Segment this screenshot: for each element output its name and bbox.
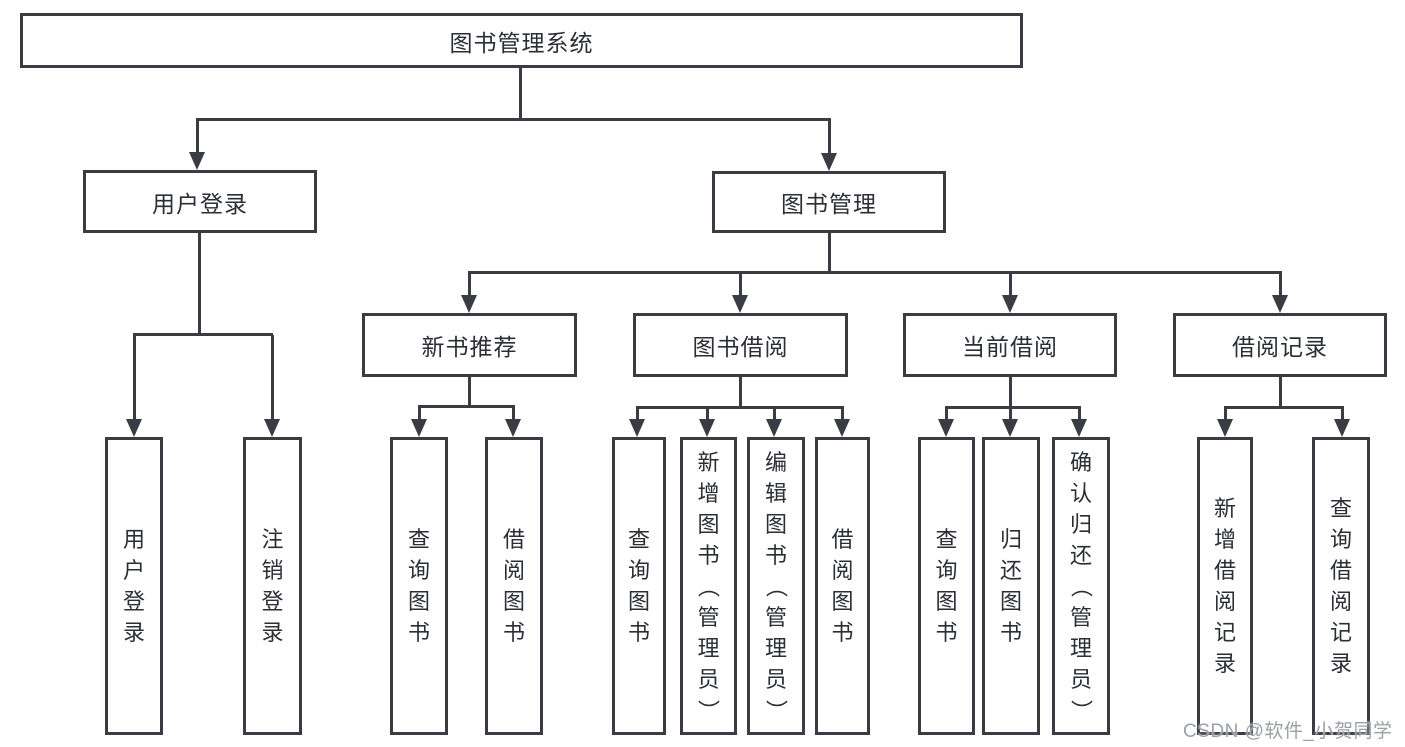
edge-arrow: [1002, 408, 1018, 437]
leaf-edit-book-admin: 编辑图书（管理员）: [747, 437, 805, 735]
edge-line: [945, 406, 1081, 409]
edge-line: [1279, 377, 1282, 409]
leaf-label: 查询图书: [407, 527, 430, 645]
edge-line: [636, 406, 844, 409]
edge-arrow: [505, 407, 521, 437]
leaf-label: 用户登录: [122, 527, 145, 645]
edge-line: [418, 405, 515, 408]
edge-line: [468, 271, 1282, 274]
csdn-watermark: CSDN @软件_小贺同学: [1183, 721, 1393, 742]
edge-arrow: [411, 407, 427, 437]
leaf-label: 确认归还（管理员）: [1068, 449, 1094, 722]
edge-line: [1009, 377, 1012, 409]
leaf-label: 借阅图书: [831, 527, 854, 645]
edge-arrow: [699, 408, 715, 437]
edge-line: [1224, 406, 1344, 409]
leaf-add-borrow-record: 新增借阅记录: [1197, 437, 1253, 735]
leaf-query-books-recommend: 查询图书: [390, 437, 448, 735]
leaf-label: 借阅图书: [502, 527, 525, 645]
edge-arrow: [1217, 408, 1233, 437]
node-label: 图书借阅: [692, 334, 789, 360]
edge-line: [828, 233, 831, 274]
edge-line: [739, 377, 742, 409]
leaf-borrow-books: 借阅图书: [815, 437, 870, 735]
node-new-book-recommend: 新书推荐: [362, 313, 577, 377]
edge-arrow: [461, 273, 477, 313]
node-label: 用户登录: [152, 190, 248, 217]
leaf-user-login: 用户登录: [105, 437, 163, 735]
edge-line: [468, 377, 471, 408]
node-current-borrow: 当前借阅: [903, 313, 1117, 377]
leaf-label: 编辑图书（管理员）: [763, 449, 789, 722]
leaf-query-borrow-record: 查询借阅记录: [1312, 437, 1370, 735]
node-label: 图书管理系统: [449, 29, 594, 56]
leaf-label: 新增图书（管理员）: [695, 449, 721, 722]
node-label: 图书管理: [781, 191, 877, 217]
leaf-label: 查询图书: [627, 527, 650, 645]
node-label: 借阅记录: [1232, 334, 1328, 360]
edge-arrow: [938, 408, 954, 437]
edge-arrow: [1334, 408, 1350, 437]
edge-arrow: [1272, 273, 1288, 313]
edge-arrow: [126, 335, 142, 437]
node-library-system: 图书管理系统: [20, 13, 1023, 68]
edge-line: [133, 333, 273, 336]
edge-arrow: [189, 120, 205, 170]
leaf-query-books-borrow: 查询图书: [612, 437, 666, 735]
edge-arrow: [629, 408, 645, 437]
leaf-label: 注销登录: [261, 527, 284, 645]
leaf-confirm-return-admin: 确认归还（管理员）: [1052, 437, 1110, 735]
edge-line: [519, 68, 522, 121]
edge-arrow: [264, 335, 280, 437]
edge-arrow: [732, 273, 748, 313]
leaf-return-book: 归还图书: [982, 437, 1040, 735]
node-label: 当前借阅: [962, 334, 1058, 360]
node-borrow-records: 借阅记录: [1173, 313, 1387, 377]
node-book-borrow: 图书借阅: [633, 313, 848, 377]
leaf-label: 归还图书: [999, 527, 1022, 645]
edge-arrow: [1071, 408, 1087, 437]
edge-arrow: [766, 408, 782, 437]
edge-arrow: [834, 408, 850, 437]
leaf-label: 新增借阅记录: [1213, 496, 1236, 676]
edge-line: [196, 118, 831, 121]
leaf-logout: 注销登录: [243, 437, 302, 735]
node-label: 新书推荐: [421, 334, 518, 360]
node-book-management: 图书管理: [712, 171, 946, 233]
node-user-login: 用户登录: [83, 170, 317, 233]
leaf-query-books-current: 查询图书: [918, 437, 975, 735]
leaf-add-book-admin: 新增图书（管理员）: [680, 437, 737, 735]
leaf-label: 查询借阅记录: [1329, 496, 1352, 676]
leaf-label: 查询图书: [935, 527, 958, 645]
edge-arrow: [1002, 273, 1018, 313]
edge-arrow: [821, 120, 837, 171]
edge-line: [198, 233, 201, 335]
leaf-borrow-books-recommend: 借阅图书: [485, 437, 543, 735]
